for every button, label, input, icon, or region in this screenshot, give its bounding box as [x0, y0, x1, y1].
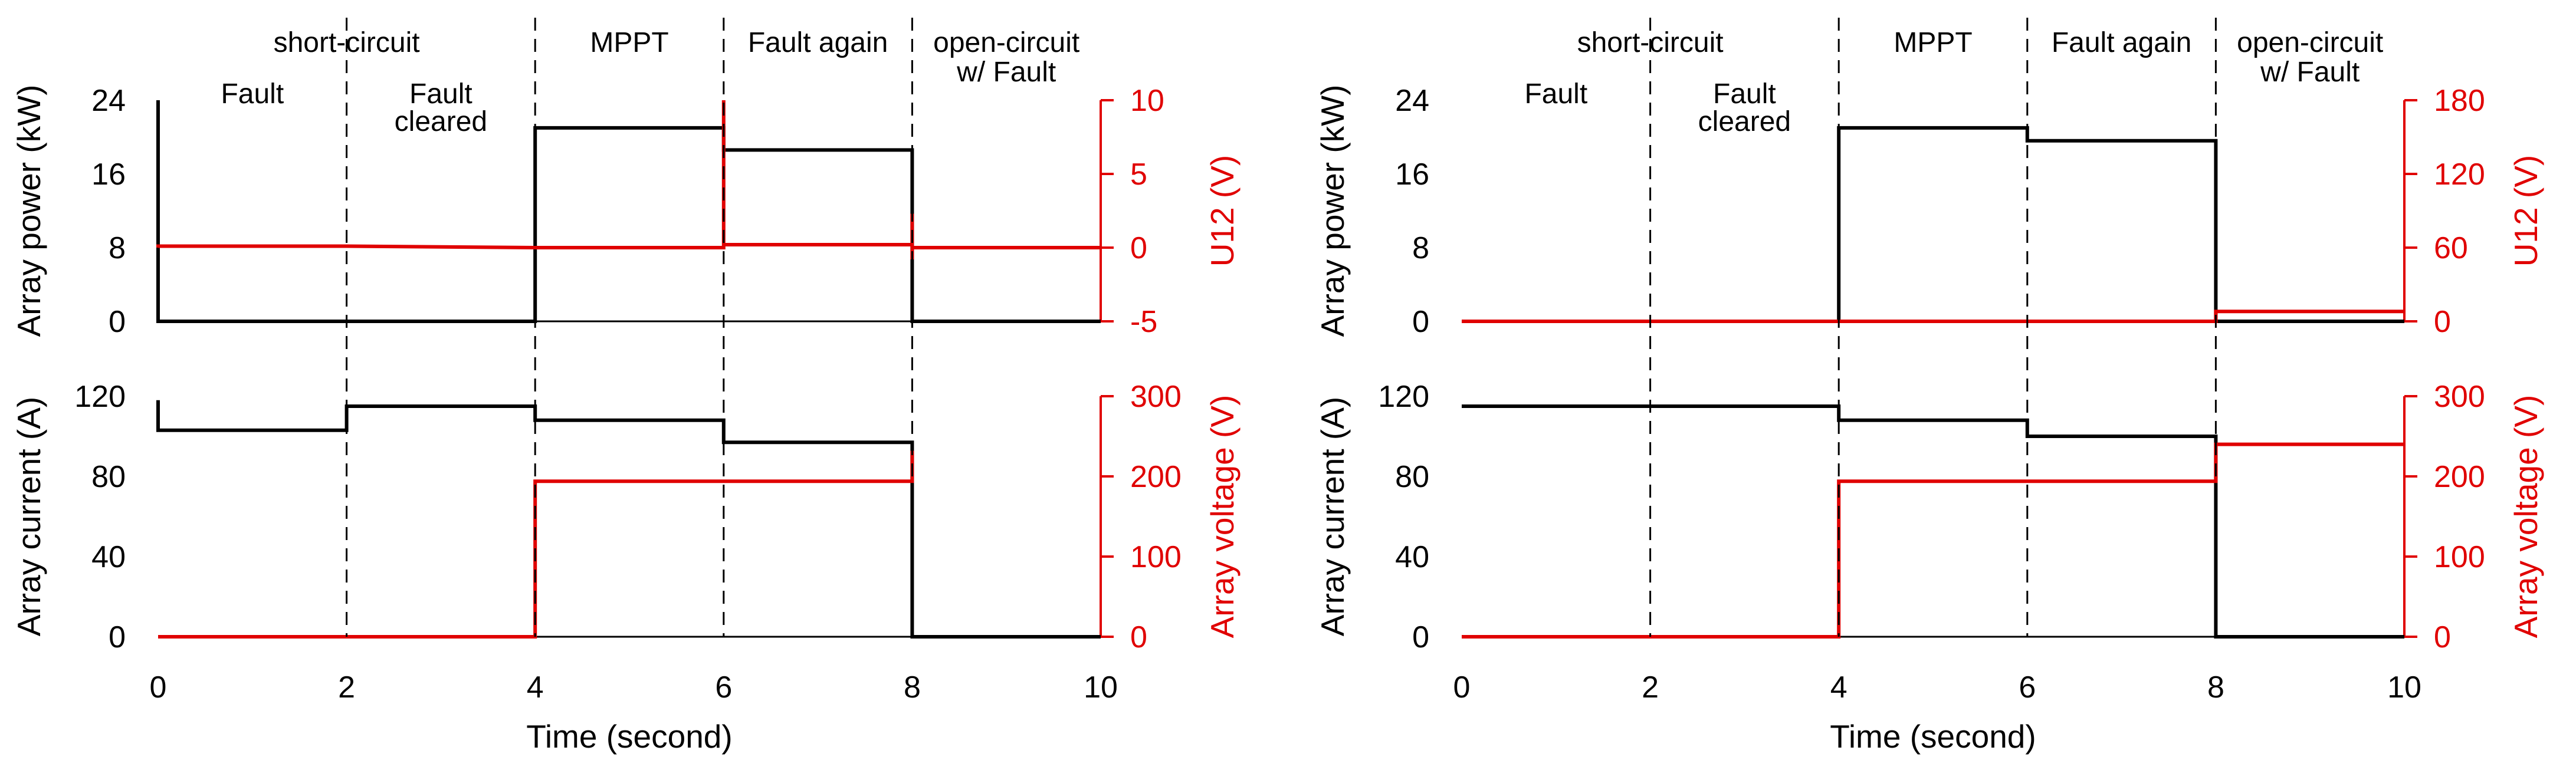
phase-label-fault-cleared-line1: Fault [1713, 78, 1776, 110]
y2-tick-label: 200 [1130, 460, 1182, 494]
y-tick-label: 0 [109, 620, 126, 654]
x-tick-label: 0 [150, 670, 167, 705]
y-tick-label: 0 [1412, 620, 1429, 654]
black-series-line [1462, 404, 2404, 639]
y2-axis-label: Array voltage (V) [1204, 395, 1241, 639]
y2-tick-label: 60 [2434, 231, 2468, 265]
phase-label-mppt: MPPT [1894, 27, 1972, 58]
x-tick-label: 2 [338, 670, 355, 705]
y-tick-label: 8 [1412, 231, 1429, 265]
y2-tick-label: 200 [2434, 460, 2485, 494]
y-tick-label: 40 [1395, 540, 1429, 574]
y-tick-label: 24 [91, 84, 126, 118]
y2-tick-label: 100 [2434, 540, 2485, 574]
black-series-line [156, 400, 1101, 639]
y2-tick-label: 0 [1130, 620, 1147, 654]
phase-label-mppt: MPPT [590, 27, 668, 58]
x-tick-label: 4 [1830, 670, 1847, 705]
phase-label-open-circuit-line1: open-circuit [933, 27, 1079, 58]
y-axis-label: Array current (A) [1314, 397, 1351, 636]
phase-label-short-circuit: short-circuit [1577, 27, 1724, 58]
y2-tick-label: 300 [1130, 380, 1182, 414]
y2-tick-label: 5 [1130, 157, 1147, 192]
x-tick-label: 8 [2207, 670, 2224, 705]
y-axis-label: Array power (kW) [11, 85, 47, 337]
y2-tick-label: 0 [2434, 305, 2451, 339]
x-tick-label: 2 [1642, 670, 1659, 705]
y-tick-label: 120 [74, 380, 126, 414]
y-tick-label: 16 [91, 157, 126, 192]
y-tick-label: 8 [109, 231, 126, 265]
y2-axis-label: Array voltage (V) [2508, 395, 2544, 639]
phase-label-fault: Fault [221, 78, 284, 110]
phase-label-open-circuit-line2: w/ Fault [2260, 57, 2360, 88]
red-series-line [1462, 442, 2404, 639]
y2-tick-label: 120 [2434, 157, 2485, 192]
y-tick-label: 24 [1395, 84, 1429, 118]
x-tick-label: 10 [1084, 670, 1118, 705]
black-series-line [156, 100, 1101, 323]
y-tick-label: 80 [1395, 460, 1429, 494]
phase-label-open-circuit-line2: w/ Fault [956, 57, 1056, 88]
x-tick-label: 8 [904, 670, 921, 705]
y-tick-label: 80 [91, 460, 126, 494]
y2-tick-label: 0 [1130, 231, 1147, 265]
red-series-line [158, 450, 914, 639]
phase-label-open-circuit-line1: open-circuit [2237, 27, 2383, 58]
y2-axis-label: U12 (V) [1204, 155, 1241, 267]
y-tick-label: 0 [1412, 305, 1429, 339]
y-axis-label: Array power (kW) [1314, 85, 1351, 337]
y-tick-label: 0 [109, 305, 126, 339]
y-tick-label: 16 [1395, 157, 1429, 192]
y-tick-label: 120 [1378, 380, 1429, 414]
phase-label-fault: Fault [1524, 78, 1587, 110]
x-axis-label: Time (second) [526, 718, 732, 755]
y-axis-label: Array current (A) [11, 397, 47, 636]
y2-tick-label: 100 [1130, 540, 1182, 574]
phase-label-fault-again: Fault again [748, 27, 888, 58]
x-tick-label: 0 [1453, 670, 1471, 705]
y2-tick-label: -5 [1130, 305, 1157, 339]
y2-tick-label: 0 [2434, 620, 2451, 654]
y-tick-label: 40 [91, 540, 126, 574]
x-tick-label: 6 [715, 670, 732, 705]
x-tick-label: 6 [2019, 670, 2036, 705]
y2-tick-label: 180 [2434, 84, 2485, 118]
x-tick-label: 10 [2387, 670, 2421, 705]
x-tick-label: 4 [527, 670, 544, 705]
y2-axis-label: U12 (V) [2508, 155, 2544, 267]
x-axis-label: Time (second) [1830, 718, 2036, 755]
phase-label-short-circuit: short-circuit [274, 27, 420, 58]
phase-label-fault-cleared-line1: Fault [409, 78, 472, 110]
red-series-line [156, 100, 1101, 259]
phase-label-fault-cleared-line2: cleared [1698, 106, 1791, 137]
y2-tick-label: 300 [2434, 380, 2485, 414]
y2-tick-label: 10 [1130, 84, 1164, 118]
black-series-line [1462, 126, 2404, 323]
phase-label-fault-cleared-line2: cleared [395, 106, 487, 137]
phase-label-fault-again: Fault again [2052, 27, 2192, 58]
